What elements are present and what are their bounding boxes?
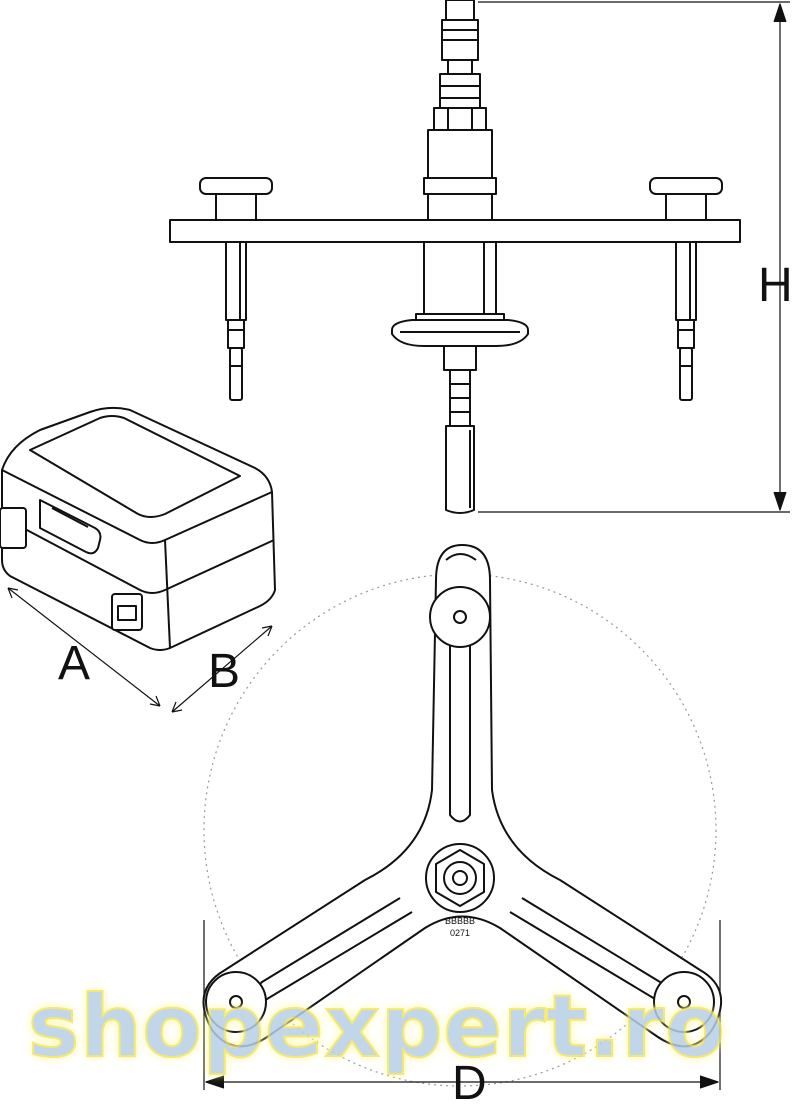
case-width-dimension-label: B (208, 645, 241, 698)
puller-marking-line1: BBBBB (445, 916, 475, 926)
case-length-dimension-label: A (58, 637, 91, 690)
storage-case (0, 406, 276, 713)
three-arm-puller-top-view (202, 544, 722, 1090)
height-dimension-label: H (758, 259, 793, 312)
puller-side-view (169, 0, 790, 514)
spread-dimension-label: D (452, 1057, 487, 1110)
height-dimension (478, 1, 790, 513)
puller-marking-line2: 0271 (450, 928, 470, 938)
